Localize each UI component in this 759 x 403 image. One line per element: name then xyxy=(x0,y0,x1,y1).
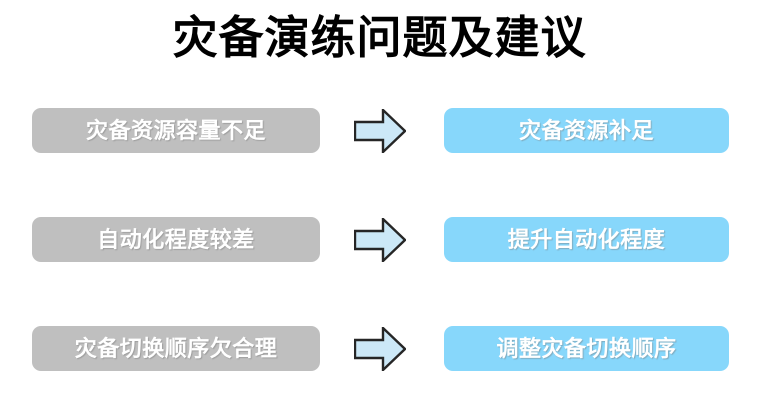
problem-label-1: 灾备资源容量不足 xyxy=(85,118,266,143)
suggestion-label-3: 调整灾备切换顺序 xyxy=(496,336,677,361)
list-item: 灾备切换顺序欠合理 调整灾备切换顺序 xyxy=(0,326,759,380)
problem-label-3: 灾备切换顺序欠合理 xyxy=(74,336,278,361)
suggestion-label-2: 提升自动化程度 xyxy=(507,227,666,252)
problem-box-2[interactable]: 自动化程度较差 xyxy=(32,217,320,262)
list-item: 灾备资源容量不足 灾备资源补足 xyxy=(0,108,759,162)
page-title: 灾备演练问题及建议 xyxy=(172,12,587,63)
arrow-right-icon xyxy=(354,218,406,262)
arrow-right-icon xyxy=(354,109,406,153)
arrow-right-icon xyxy=(354,327,406,371)
problem-box-3[interactable]: 灾备切换顺序欠合理 xyxy=(32,326,320,371)
problem-label-2: 自动化程度较差 xyxy=(97,227,255,252)
suggestion-box-1[interactable]: 灾备资源补足 xyxy=(444,108,729,153)
problem-box-1[interactable]: 灾备资源容量不足 xyxy=(32,108,320,153)
suggestion-label-1: 灾备资源补足 xyxy=(518,118,654,143)
list-item: 自动化程度较差 提升自动化程度 xyxy=(0,217,759,271)
suggestion-box-3[interactable]: 调整灾备切换顺序 xyxy=(444,326,729,371)
suggestion-box-2[interactable]: 提升自动化程度 xyxy=(444,217,729,262)
problem-suggestion-list: 灾备资源容量不足 灾备资源补足 自动化程度较差 提升自动化程度 xyxy=(0,98,759,398)
